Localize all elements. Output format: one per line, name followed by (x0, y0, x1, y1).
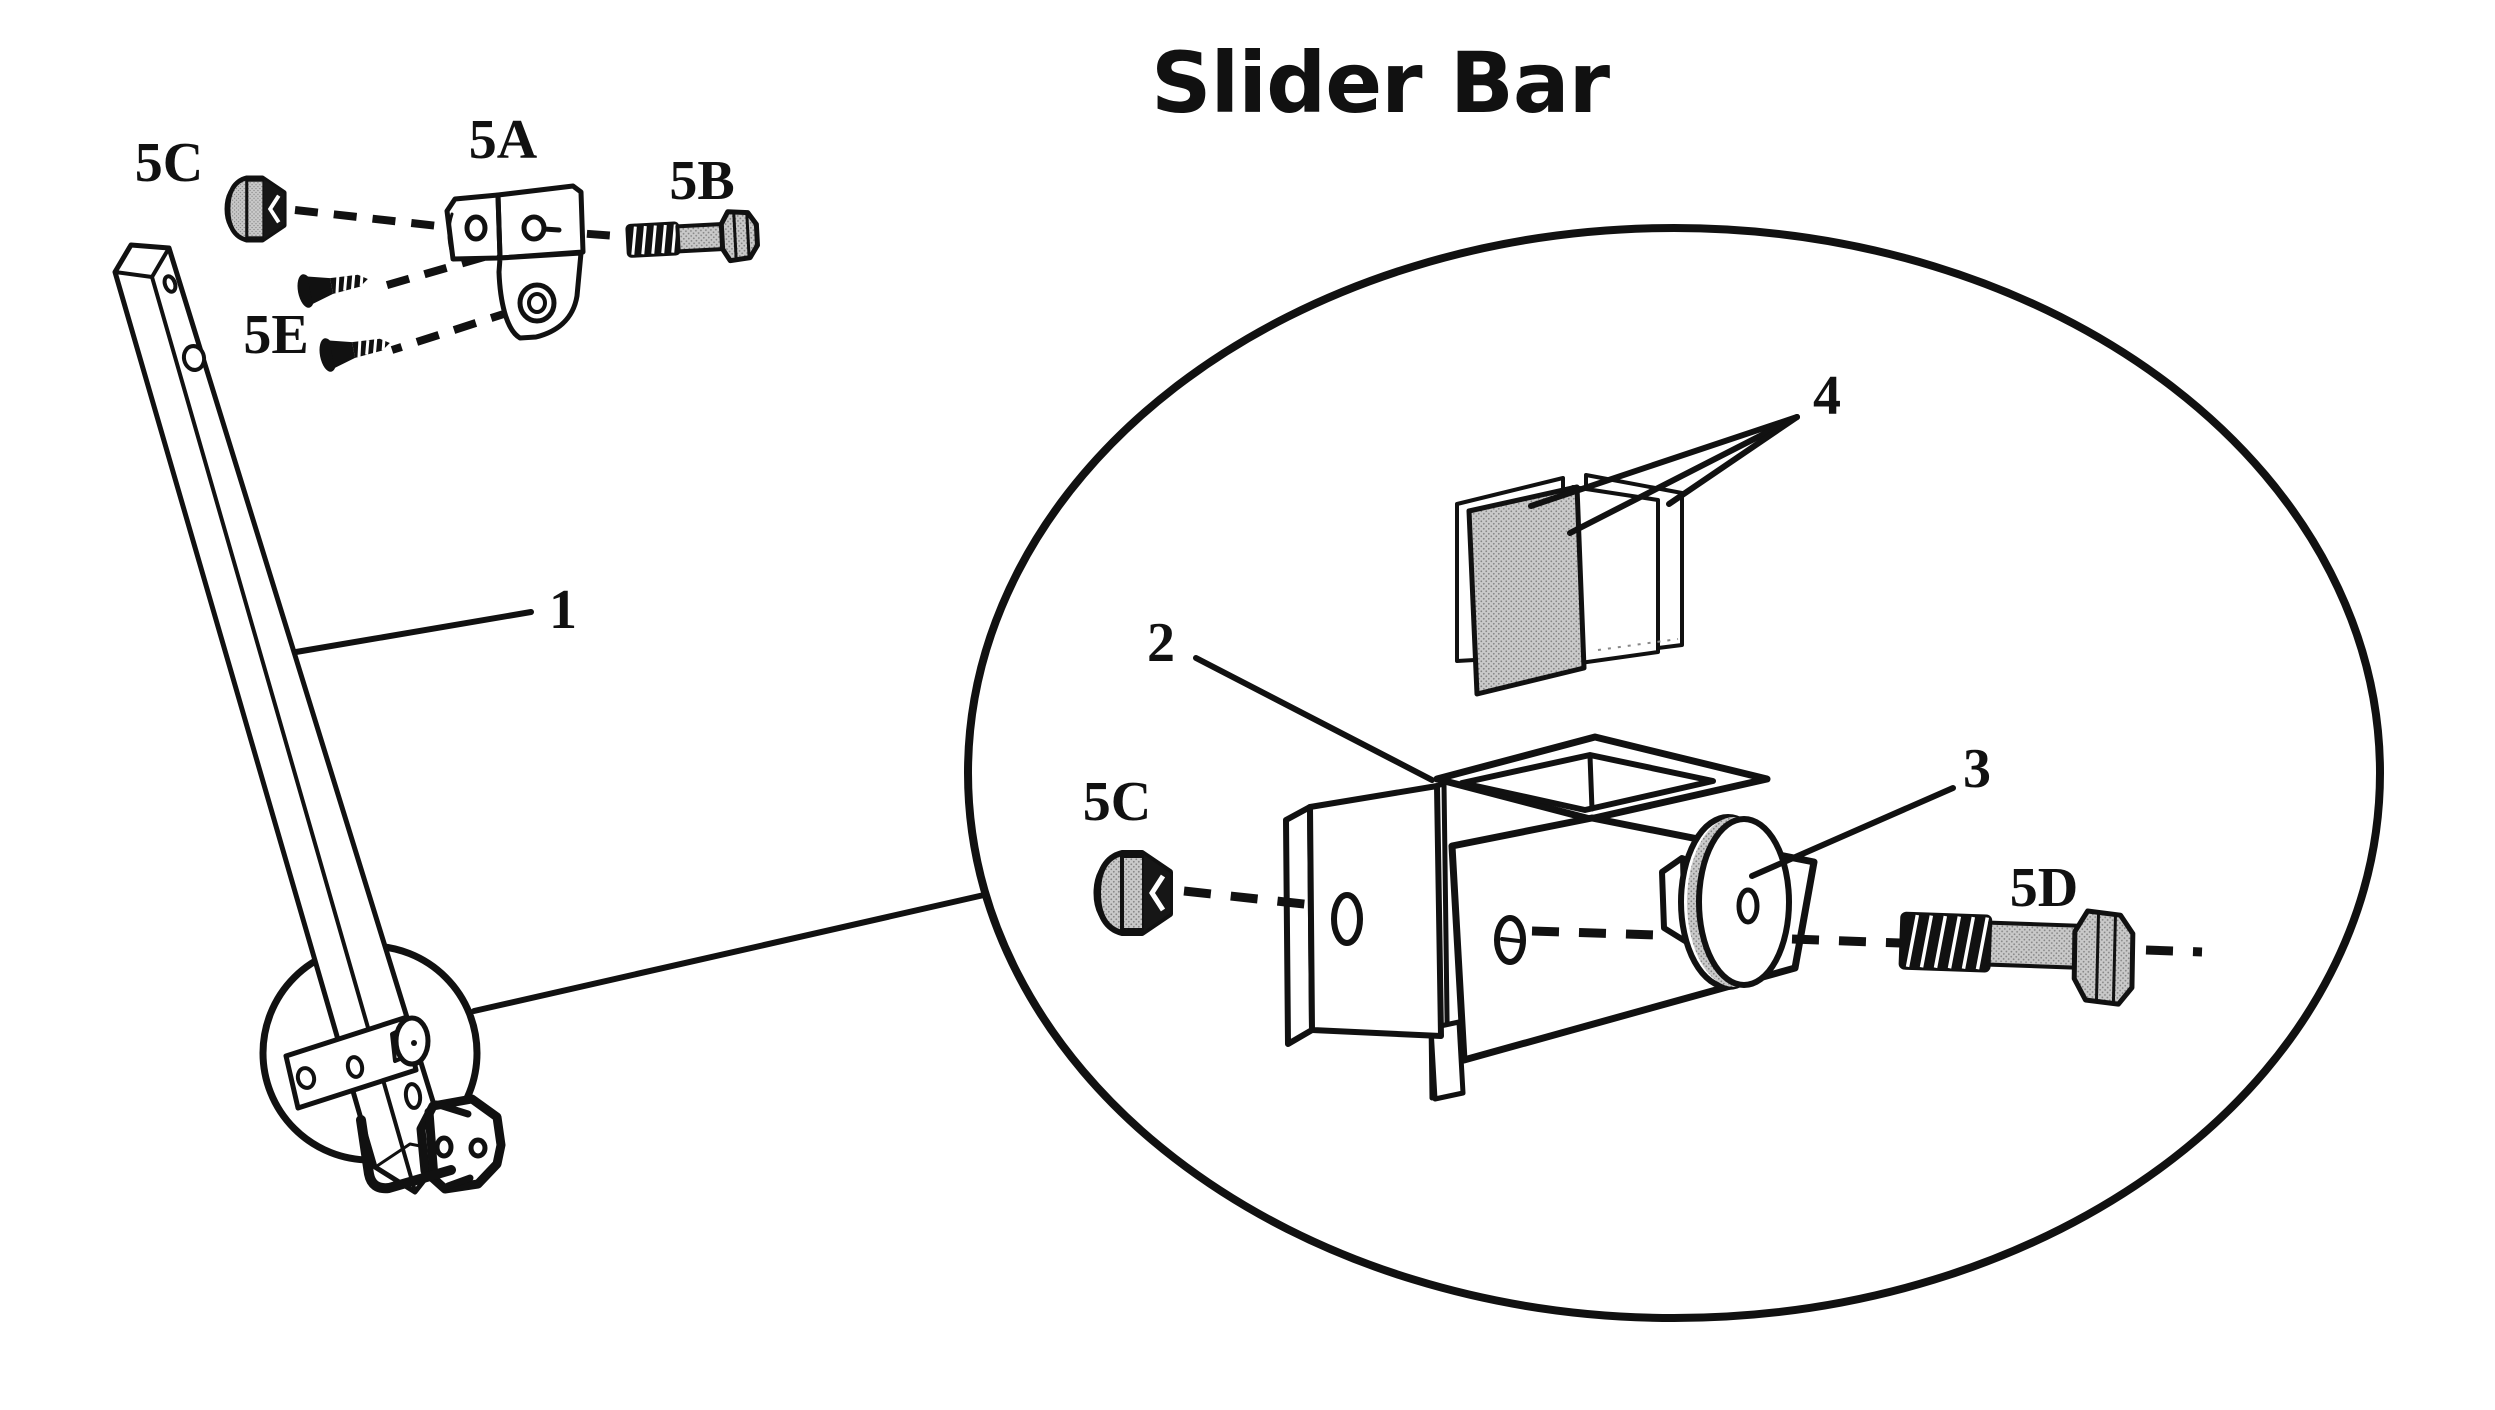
callout-5c-top: 5C (135, 132, 203, 194)
bar-hole-mid (181, 344, 207, 372)
callout-1-bar: 1 (549, 579, 577, 641)
bar-hole-top (162, 274, 178, 294)
part-pads-4 (1455, 473, 1684, 697)
dashed-line-nut-to-clamp (1183, 886, 1323, 911)
callout-4: 4 (1813, 365, 1841, 427)
part-hinge-bracket-5a (444, 183, 586, 341)
detail-connector-line (471, 892, 987, 1014)
detail-ellipse (964, 224, 2384, 1322)
part-bottom-bracket-assembly (283, 1015, 431, 1111)
part-end-clamp-octagon (356, 1094, 506, 1194)
part-screw-5e-2 (319, 338, 390, 372)
callout-5d: 5D (2010, 857, 2078, 919)
callout-2: 2 (1147, 612, 1175, 674)
dashed-line-screw1-to-bracket (375, 253, 486, 292)
part-hex-bolt-5b (625, 209, 760, 264)
leader-line-4 (1528, 414, 1800, 536)
part-knob-3 (1659, 814, 1792, 990)
leader-line-2 (1193, 655, 1435, 783)
dashed-line-clamp-to-bolt (1531, 926, 2203, 957)
dashed-line-nut-to-bracket (294, 206, 457, 232)
page-title: Slider Bar (1151, 34, 1611, 132)
callout-3: 3 (1963, 738, 1991, 800)
part-cap-nut-5c (226, 178, 284, 240)
part-cap-nut-5c-detail (1096, 853, 1170, 933)
callout-5c-detail: 5C (1083, 771, 1151, 833)
bar-hole-bottom (403, 1082, 423, 1110)
leader-line-3 (1749, 785, 1956, 879)
leader-line-1 (293, 609, 534, 655)
dashed-line-screw2-to-bracket (390, 307, 515, 354)
part-screw-5e-1 (297, 274, 368, 308)
callout-5e: 5E (243, 304, 308, 366)
callout-5b: 5B (669, 150, 734, 212)
part-hex-bolt-5d (1898, 908, 2136, 1007)
callout-5a: 5A (469, 109, 538, 171)
